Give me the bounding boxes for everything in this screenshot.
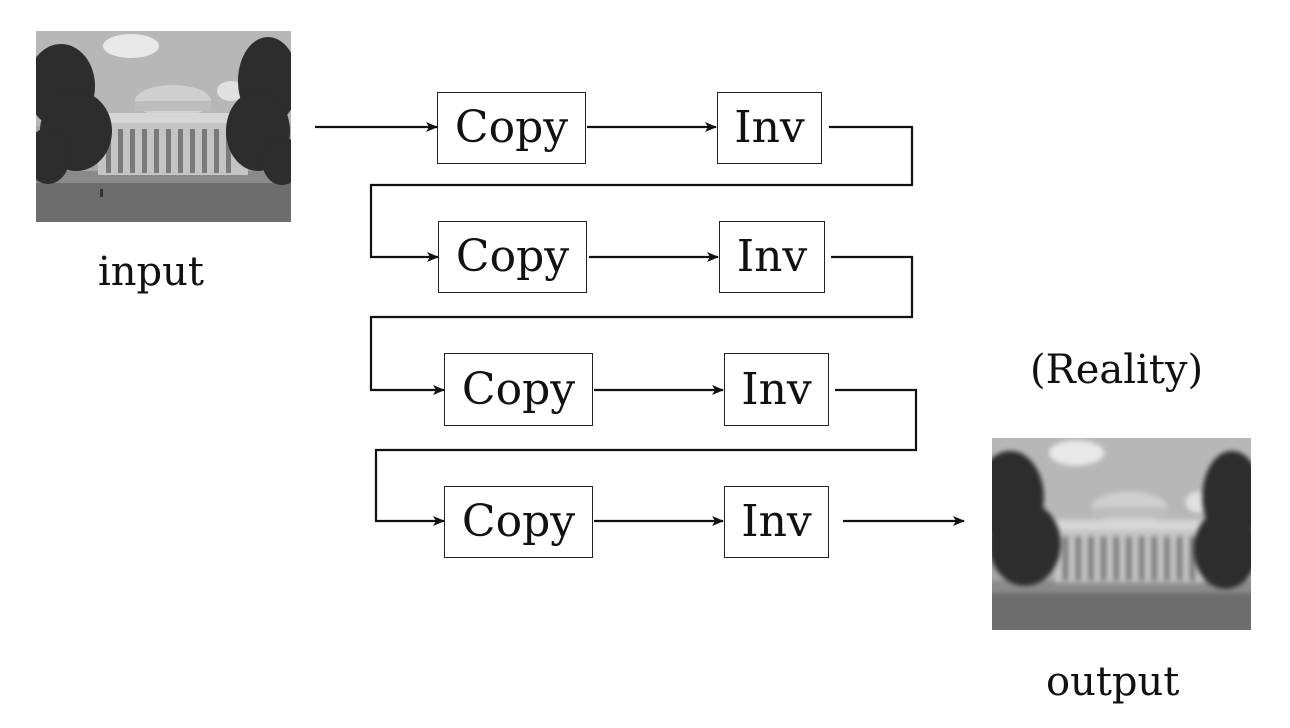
output-photo <box>992 438 1251 630</box>
output-caption: output <box>1046 659 1180 705</box>
wrap-line-2 <box>369 255 914 395</box>
blurred-building-photo-graphic <box>992 438 1251 630</box>
copy-box-4: Copy <box>444 486 593 558</box>
inv-box-2: Inv <box>719 221 825 293</box>
input-caption: input <box>98 249 204 295</box>
inv-box-1: Inv <box>717 92 822 164</box>
copy-box-3: Copy <box>444 353 593 426</box>
building-photo-graphic <box>36 31 291 222</box>
wrap-line-3 <box>374 388 918 526</box>
inv-box-3: Inv <box>724 353 829 426</box>
copy-box-2: Copy <box>438 221 587 293</box>
input-photo <box>36 31 291 222</box>
copy-box-1: Copy <box>437 92 586 164</box>
reality-label: (Reality) <box>1030 347 1204 393</box>
inv-box-4: Inv <box>724 486 829 558</box>
wrap-line-1 <box>369 125 914 262</box>
